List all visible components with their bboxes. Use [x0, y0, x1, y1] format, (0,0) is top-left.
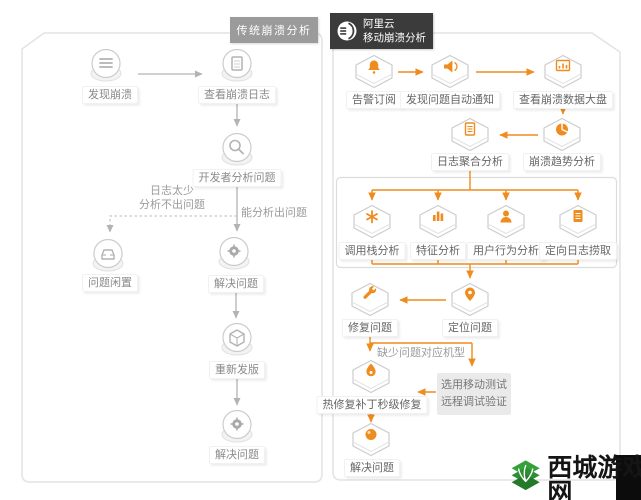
log-fetch-icon: [559, 204, 597, 239]
watermark: 西城游戏网 XICHENGYOUXIWANG: [509, 456, 641, 500]
pie-chart-icon: [543, 117, 581, 152]
label-solve-2: 解决问题: [209, 446, 265, 465]
branch-yes-result: 能分析出问题: [241, 207, 307, 219]
aliyun-logo-icon: [337, 21, 357, 41]
info-box-line1: 选用移动测试: [441, 379, 507, 391]
node-behavior-analysis: [484, 203, 528, 241]
tab-aliyun-product: 移动崩溃分析: [363, 32, 426, 44]
watermark-site-name: 西城游戏网: [547, 454, 641, 500]
bell-icon: [355, 54, 393, 89]
flame-icon: [352, 359, 390, 394]
left-panel-border: [21, 32, 323, 483]
node-view-log: [218, 49, 256, 83]
label-log-aggregation: 日志聚合分析: [431, 153, 509, 172]
tray-icon: [92, 239, 124, 272]
magnifier-icon: [221, 133, 253, 166]
node-solve-2: [218, 410, 256, 444]
label-log-fetch: 定向日志捞取: [539, 242, 617, 261]
node-auto-notify: [428, 53, 472, 91]
black-corner-block: [616, 455, 641, 500]
node-trend-analysis: [540, 116, 584, 154]
label-trend-analysis: 崩溃趋势分析: [523, 153, 601, 172]
tab-aliyun-analysis: 阿里云 移动崩溃分析: [330, 13, 433, 49]
map-pin-icon: [451, 282, 489, 317]
ball-icon: [352, 422, 390, 457]
label-view-log: 查看崩溃日志: [198, 86, 276, 105]
label-find-crash: 发现崩溃: [82, 86, 138, 105]
tab-traditional-analysis: 传统崩溃分析: [230, 17, 318, 43]
wrench-icon: [351, 282, 389, 317]
label-dev-analyze: 开发者分析问题: [192, 169, 282, 188]
label-feature-analysis: 特征分析: [410, 242, 466, 261]
label-crash-dashboard: 查看崩溃数据大盘: [513, 91, 613, 110]
document-icon: [221, 49, 253, 82]
node-alert-subscribe: [352, 53, 396, 91]
node-crash-dashboard: [541, 53, 585, 91]
notification-icon: [431, 54, 469, 89]
tab-traditional-label: 传统崩溃分析: [236, 25, 312, 37]
node-log-aggregation: [448, 116, 492, 154]
list-icon: [90, 49, 122, 82]
dashboard-icon: [544, 54, 582, 89]
person-icon: [487, 204, 525, 239]
gear-icon: [218, 237, 250, 270]
label-locate-problem: 定位问题: [442, 319, 498, 338]
branch-no-result: 日志太少 分析不出问题: [139, 185, 205, 211]
info-box-mobile-testing: 选用移动测试 远程调试验证: [437, 373, 511, 416]
node-log-fetch: [556, 203, 600, 241]
node-dev-analyze: [218, 133, 256, 167]
label-solve-right: 解决问题: [344, 459, 400, 478]
watermark-logo-icon: [511, 460, 540, 491]
spark-icon: [353, 204, 391, 239]
node-problem-idle: [89, 239, 127, 273]
label-auto-notify: 发现问题自动通知: [400, 91, 500, 110]
label-re-release: 重新发版: [209, 361, 265, 380]
label-hotfix: 热修复补丁秒级修复: [316, 396, 428, 415]
node-re-release: [218, 323, 256, 357]
info-box-line2: 远程调试验证: [441, 396, 507, 409]
node-hotfix: [349, 358, 393, 396]
label-problem-idle: 问题闲置: [82, 274, 138, 293]
label-callstack-analysis: 调用栈分析: [338, 242, 406, 261]
node-fix-problem: [348, 281, 392, 319]
label-behavior-analysis: 用户行为分析: [467, 242, 545, 261]
branch-missing-device: 缺少问题对应机型: [377, 347, 465, 359]
package-icon: [221, 323, 253, 356]
tab-aliyun-brand: 阿里云: [363, 17, 395, 30]
node-callstack-analysis: [350, 203, 394, 241]
log-document-icon: [451, 117, 489, 152]
node-locate-problem: [448, 281, 492, 319]
gear-icon: [221, 410, 253, 443]
label-fix-problem: 修复问题: [342, 319, 398, 338]
bar-chart-icon: [419, 204, 457, 239]
node-solve-1: [215, 237, 253, 271]
label-solve-1: 解决问题: [208, 275, 264, 294]
label-alert-subscribe: 告警订阅: [346, 91, 402, 110]
node-solve-right: [349, 421, 393, 459]
node-feature-analysis: [416, 203, 460, 241]
node-find-crash: [87, 49, 125, 83]
